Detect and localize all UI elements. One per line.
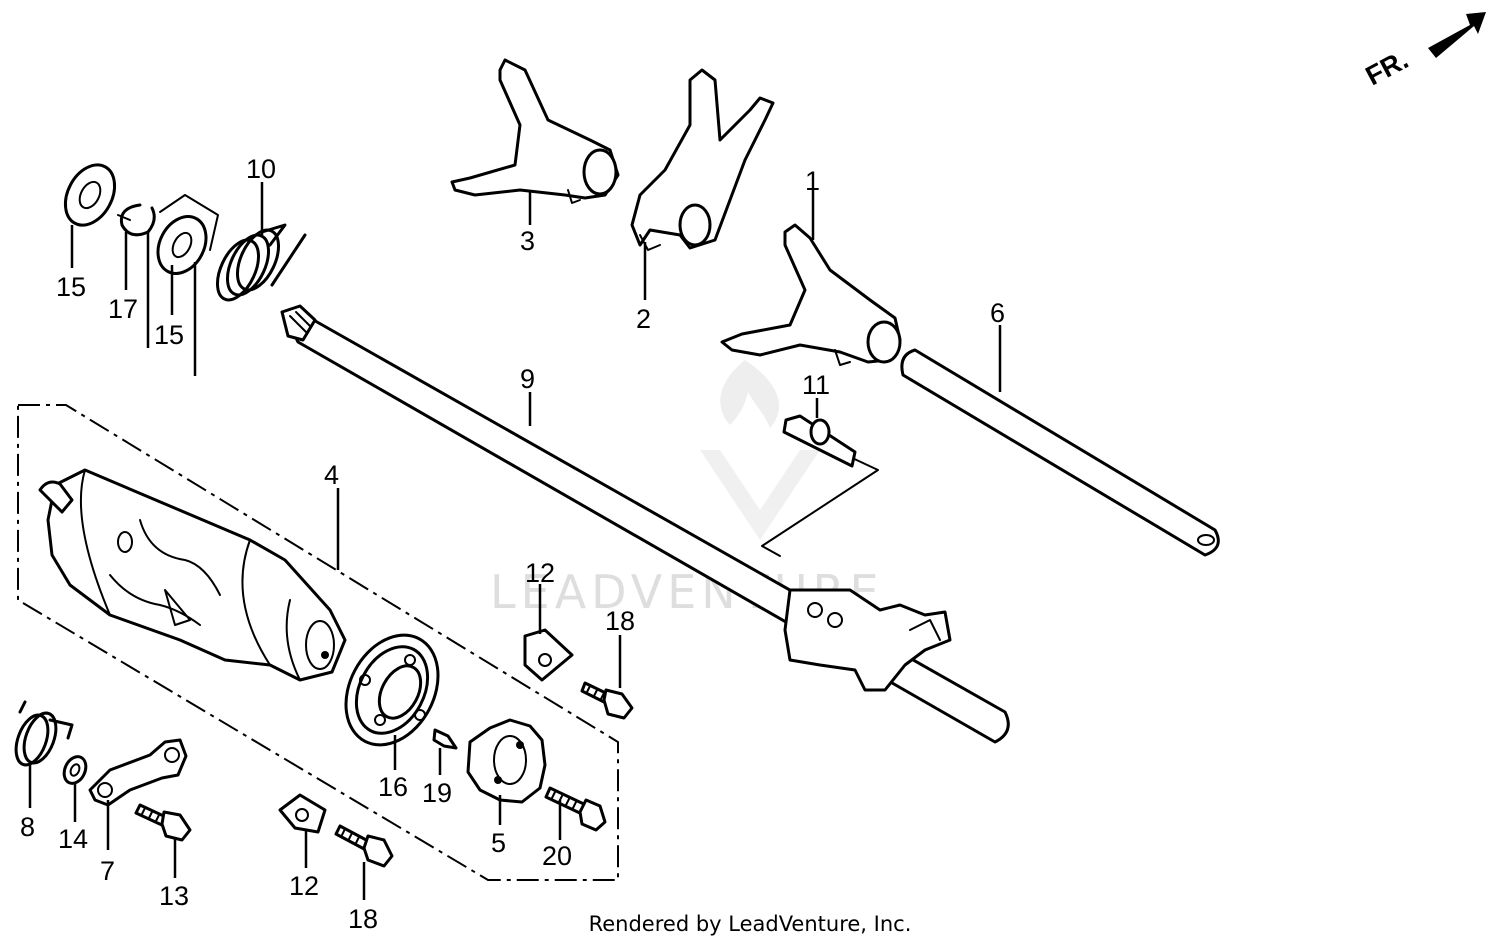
washer-14 bbox=[62, 755, 88, 785]
leader-lines bbox=[28, 182, 1002, 900]
callout-3: 3 bbox=[520, 226, 535, 256]
callout-12-lower: 12 bbox=[289, 871, 319, 901]
front-direction-arrow-icon: FR. bbox=[1361, 12, 1486, 91]
callout-6: 6 bbox=[990, 298, 1005, 328]
callout-15-outer: 15 bbox=[56, 272, 86, 302]
return-spring bbox=[215, 223, 307, 302]
callout-18-lower: 18 bbox=[348, 904, 378, 934]
shift-drum bbox=[38, 468, 347, 682]
callout-20: 20 bbox=[542, 841, 572, 871]
callout-9: 9 bbox=[520, 364, 535, 394]
rendered-by-credit: Rendered by LeadVenture, Inc. bbox=[588, 912, 912, 936]
callout-13: 13 bbox=[159, 881, 189, 911]
shift-fork-left bbox=[450, 58, 620, 204]
drum-shifter bbox=[466, 718, 547, 804]
shift-fork-right bbox=[720, 223, 902, 366]
callout-11: 11 bbox=[802, 370, 830, 400]
washer-15-inner bbox=[156, 215, 208, 275]
fork-shaft bbox=[900, 348, 1220, 557]
shift-fork-center bbox=[630, 68, 775, 251]
callout-16: 16 bbox=[378, 772, 408, 802]
stopper-plate-lower bbox=[278, 793, 327, 834]
bolt-13 bbox=[134, 803, 192, 842]
callout-19: 19 bbox=[422, 778, 452, 808]
callout-15-inner: 15 bbox=[154, 320, 184, 350]
callout-4: 4 bbox=[324, 460, 339, 490]
stopper-spring bbox=[14, 700, 74, 767]
callout-5: 5 bbox=[491, 828, 506, 858]
callout-17: 17 bbox=[108, 294, 138, 324]
dowel-pin bbox=[432, 728, 458, 750]
guide-pin bbox=[782, 414, 857, 468]
circlip bbox=[117, 203, 156, 237]
drum-bearing bbox=[344, 633, 440, 747]
bolt-18-upper bbox=[580, 681, 634, 720]
gearshift-arm bbox=[783, 588, 952, 692]
pin-bracket bbox=[761, 455, 879, 557]
stopper-arm bbox=[88, 738, 188, 807]
callout-1: 1 bbox=[805, 166, 820, 196]
leadventure-watermark-logo bbox=[700, 360, 820, 540]
callout-12-upper: 12 bbox=[525, 558, 555, 588]
front-direction-label: FR. bbox=[1361, 44, 1413, 91]
drum-bolt bbox=[544, 786, 607, 832]
drum-assembly-boundary bbox=[17, 404, 619, 881]
callout-14: 14 bbox=[58, 824, 88, 854]
callout-10: 10 bbox=[246, 154, 276, 184]
spring-bracket bbox=[159, 194, 219, 251]
callout-7: 7 bbox=[100, 856, 115, 886]
callout-8: 8 bbox=[20, 812, 35, 842]
callout-2: 2 bbox=[636, 304, 651, 334]
stopper-plate-upper bbox=[523, 628, 574, 682]
washer-15-outer bbox=[63, 163, 117, 227]
bolt-18-lower bbox=[334, 824, 394, 868]
callout-18-upper: 18 bbox=[605, 606, 635, 636]
